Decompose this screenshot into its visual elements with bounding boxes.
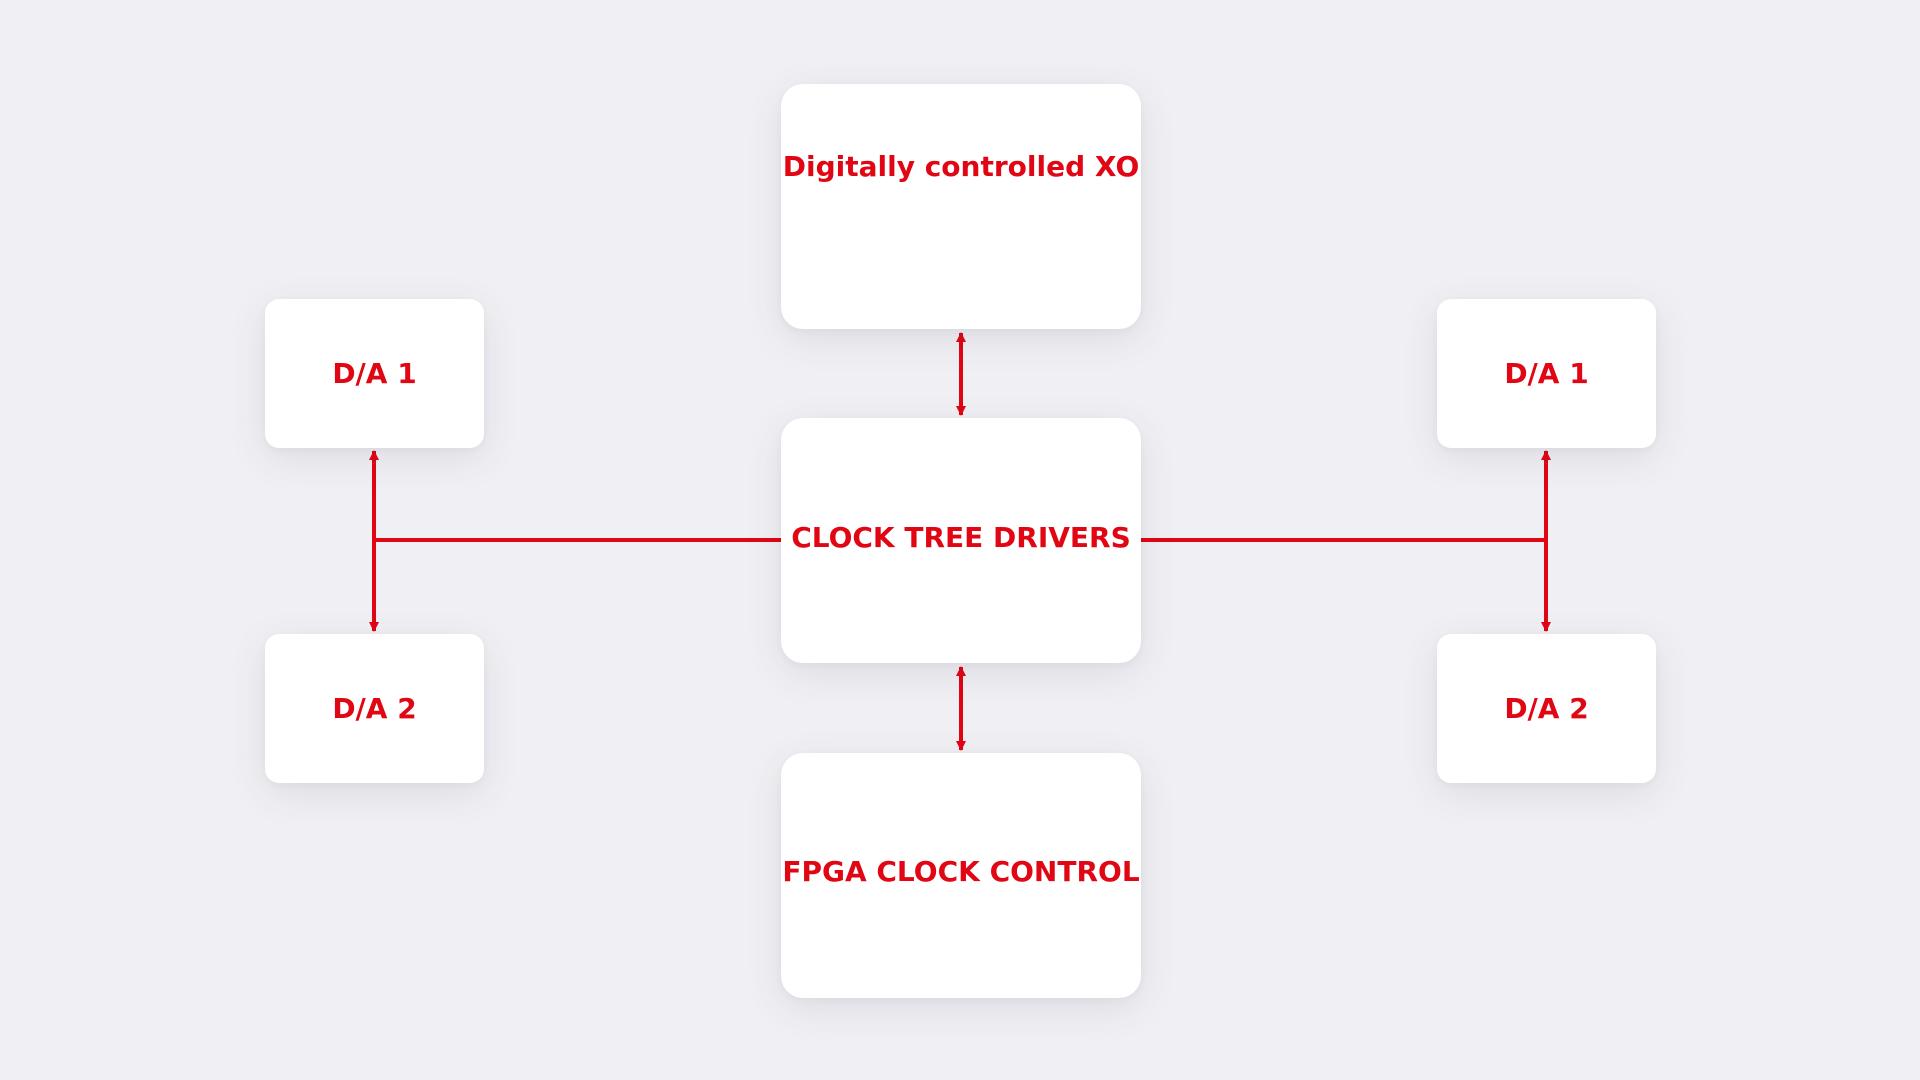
left-da2-box: D/A 2 [265,634,484,783]
fpga-clock-control-box: FPGA CLOCK CONTROL [781,753,1141,998]
left-da2-label: D/A 2 [332,692,417,725]
clock-tree-drivers-box: CLOCK TREE DRIVERS [781,418,1141,663]
right-da2-label: D/A 2 [1504,692,1589,725]
fpga-clock-control-label: FPGA CLOCK CONTROL [782,855,1140,888]
left-da1-box: D/A 1 [265,299,484,448]
digitally-controlled-xo-label: Digitally controlled XO [782,150,1140,183]
left-da1-label: D/A 1 [332,357,417,390]
right-da2-box: D/A 2 [1437,634,1656,783]
clock-tree-drivers-label: CLOCK TREE DRIVERS [791,521,1131,554]
digitally-controlled-xo-box: Digitally controlled XO [781,84,1141,329]
right-da1-label: D/A 1 [1504,357,1589,390]
right-da1-box: D/A 1 [1437,299,1656,448]
